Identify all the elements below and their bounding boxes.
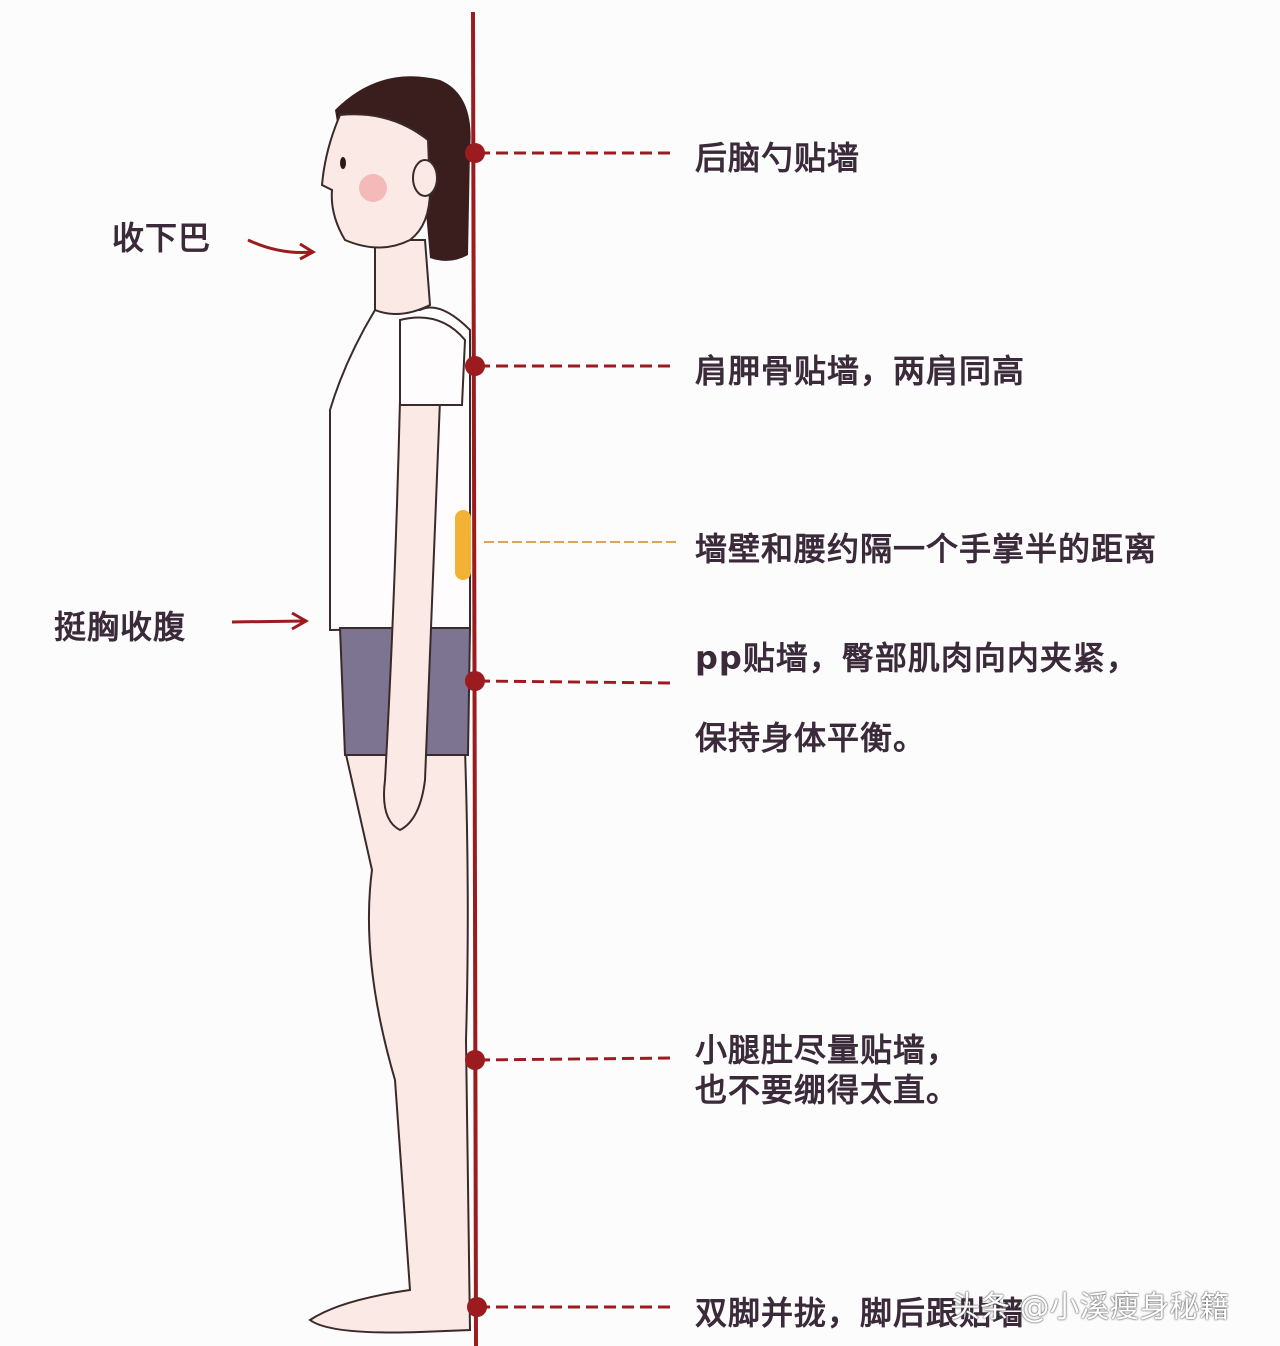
watermark: 头条 @小溪瘦身秘籍	[950, 1290, 1230, 1325]
waist-gap-marker	[455, 510, 471, 580]
arrow-chest-icon	[231, 619, 306, 624]
arm	[383, 399, 442, 832]
label-feet: 双脚并拢，脚后跟贴墙	[695, 1294, 1026, 1332]
label-chin: 收下巴	[112, 219, 212, 257]
label-head: 后脑勺贴墙	[695, 139, 861, 177]
legs	[308, 749, 472, 1334]
marker-head	[465, 143, 485, 163]
ear	[412, 159, 438, 197]
label-shoulder: 肩胛骨贴墙，两肩同高	[695, 352, 1026, 390]
label-calf-line1: 小腿肚尽量贴墙，	[695, 1031, 960, 1069]
label-chest: 挺胸收腹	[54, 608, 187, 646]
leader-calf	[477, 1056, 671, 1062]
marker-hip	[465, 671, 485, 691]
cheek	[359, 174, 387, 202]
label-hip-line2: 保持身体平衡。	[695, 719, 927, 757]
label-calf-line2: 也不要绷得太直。	[695, 1071, 960, 1109]
marker-feet	[467, 1297, 487, 1317]
label-waist: 墙壁和腰约隔一个手掌半的距离	[695, 530, 1158, 568]
neck	[374, 239, 432, 315]
leader-hip	[477, 679, 671, 685]
marker-shoulder	[465, 356, 485, 376]
arrow-chin-icon	[247, 238, 313, 254]
label-hip-line1: pp贴墙，臀部肌肉向内夹紧，	[695, 639, 1139, 677]
sleeve	[399, 316, 467, 406]
marker-calf	[465, 1050, 485, 1070]
eye	[340, 157, 346, 169]
